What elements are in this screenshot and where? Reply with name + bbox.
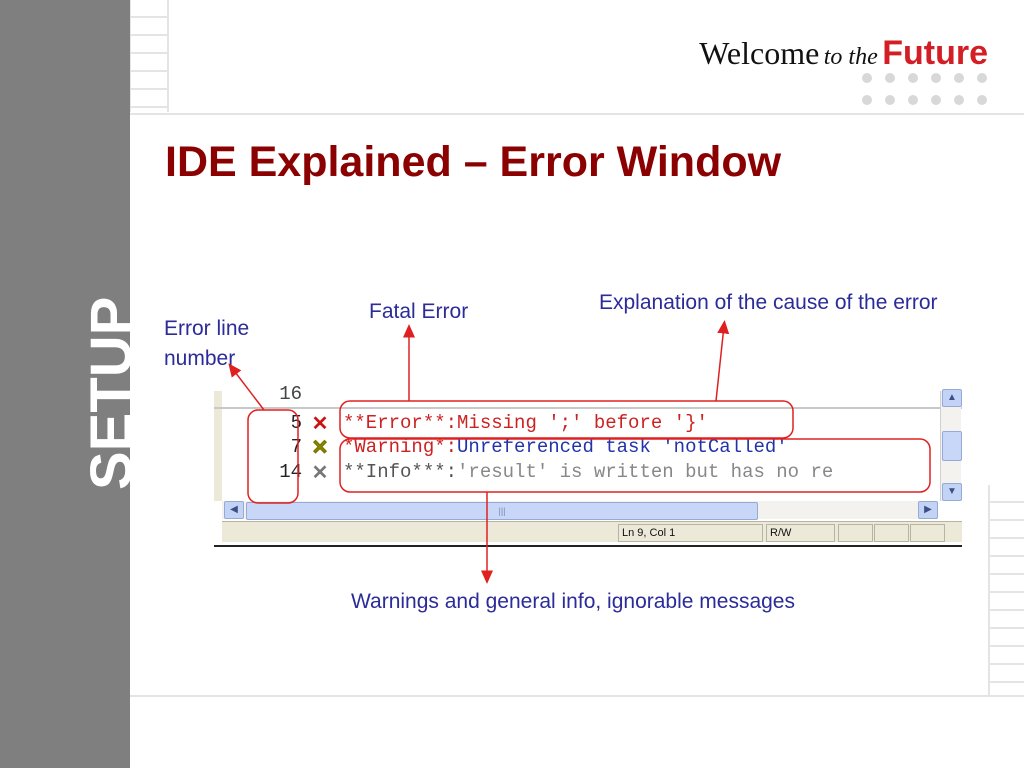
slide-title: IDE Explained – Error Window (165, 138, 782, 186)
status-bar: Ln 9, Col 1 R/W (222, 521, 962, 542)
warning-prefix: *Warning*: (343, 436, 458, 458)
line-number-7: 7 (290, 436, 302, 458)
arrow-to-line-number-note (228, 363, 265, 411)
row-divider (214, 407, 962, 409)
horizontal-scrollbar[interactable]: ◀ ||| ▶ (222, 501, 938, 520)
status-cell-empty-2 (874, 524, 909, 542)
error-x-icon: ✕ (311, 413, 329, 435)
info-prefix: **Info***: (343, 461, 458, 483)
warning-x-icon: ✕ (311, 437, 329, 459)
info-x-icon: ✕ (311, 462, 329, 484)
warning-message: Unreferenced task 'notCalled' (457, 436, 788, 458)
fatal-error-highlight (339, 400, 794, 439)
scroll-down-button[interactable]: ▼ (942, 483, 962, 501)
error-prefix: **Error**: (343, 412, 458, 434)
status-cell-empty-3 (910, 524, 945, 542)
error-row[interactable]: **Error**:Missing ';' before '}' (343, 412, 708, 434)
status-cell-empty-1 (838, 524, 873, 542)
note-fatal-error: Fatal Error (369, 300, 469, 323)
note-error-line-number: Error line number (164, 317, 250, 370)
info-message: 'result' is written but has no re (457, 461, 834, 483)
line-number-5: 5 (290, 412, 302, 434)
cursor-position: Ln 9, Col 1 (618, 524, 763, 542)
decor-grid-bottom (988, 485, 1024, 697)
warning-row[interactable]: *Warning*:Unreferenced task 'notCalled' (343, 436, 788, 458)
brand-logo: Welcome to the Future (699, 34, 988, 73)
logo-to-the: to the (823, 44, 878, 70)
note-explanation: Explanation of the cause of the error (599, 291, 938, 314)
footer-divider (130, 695, 1024, 697)
decor-grid-top (130, 0, 169, 112)
error-message: Missing ';' before '}' (457, 412, 708, 434)
vertical-scrollbar[interactable]: ▲ ▼ (940, 389, 962, 501)
header-divider (130, 113, 1024, 115)
note-warnings: Warnings and general info, ignorable mes… (351, 590, 795, 613)
logo-welcome: Welcome (699, 35, 820, 71)
ide-error-window: 16 5 ✕ **Error**:Missing ';' before '}' … (214, 383, 962, 547)
horizontal-scroll-thumb[interactable]: ||| (246, 502, 758, 520)
partial-line-number: 16 (279, 383, 302, 405)
edit-mode: R/W (766, 524, 835, 542)
info-row[interactable]: **Info***:'result' is written but has no… (343, 461, 833, 483)
scroll-left-button[interactable]: ◀ (224, 501, 244, 519)
sidebar-band (0, 0, 130, 768)
line-number-14: 14 (279, 461, 302, 483)
scroll-right-button[interactable]: ▶ (918, 501, 938, 519)
vertical-scroll-thumb[interactable] (942, 431, 962, 461)
logo-future: Future (882, 34, 988, 72)
arrow-to-explanation-note (715, 320, 730, 402)
icon-column (310, 391, 344, 501)
warnings-highlight (339, 438, 931, 493)
scroll-up-button[interactable]: ▲ (942, 389, 962, 407)
line-number-highlight (247, 409, 299, 504)
